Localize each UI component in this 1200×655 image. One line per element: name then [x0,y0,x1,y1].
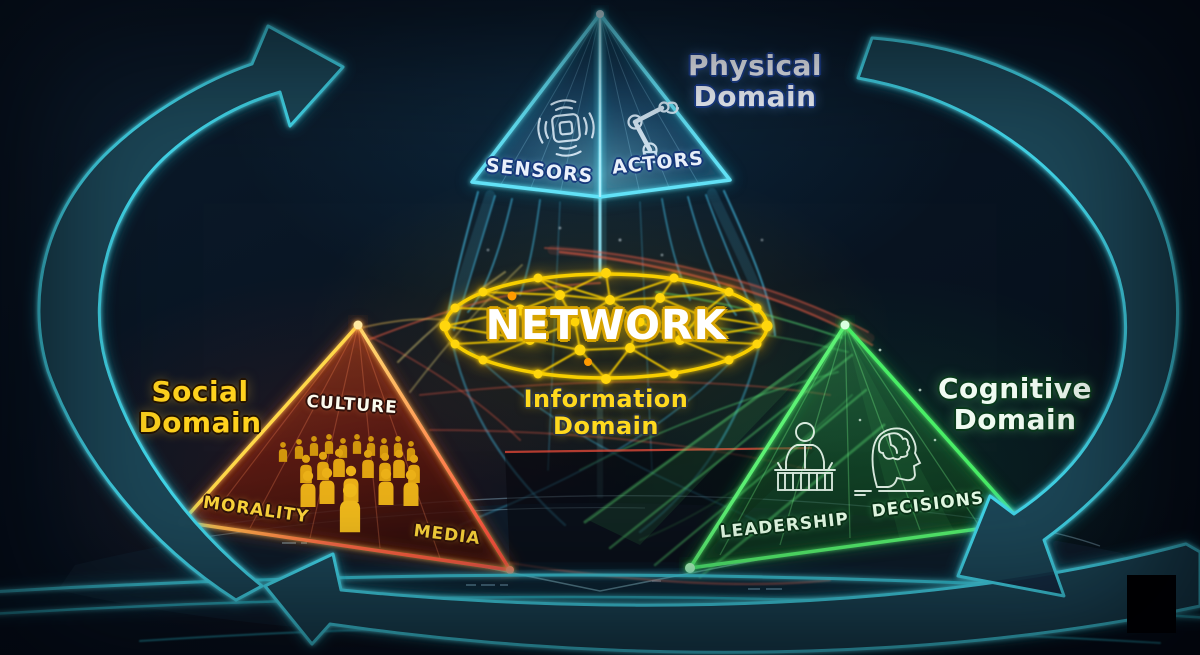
physical-triangle [470,10,732,199]
cycle-arrow-left-top [37,24,345,602]
cognitive-triangle [583,320,1026,579]
brain-profile-icon [854,427,924,496]
sensor-signal-icon [537,99,595,157]
podium-speaker-icon [774,422,836,491]
redacted-square [1127,575,1176,633]
pyramid-shadow-gap [505,450,815,570]
robot-arm-icon [627,101,680,164]
sparkles [486,226,764,257]
network-mesh-icon [439,268,773,384]
social-triangle [178,320,514,574]
cycle-arrow-bottom [263,542,1200,654]
cycle-arrows [37,24,1200,654]
cycle-arrow-right [856,36,1179,598]
